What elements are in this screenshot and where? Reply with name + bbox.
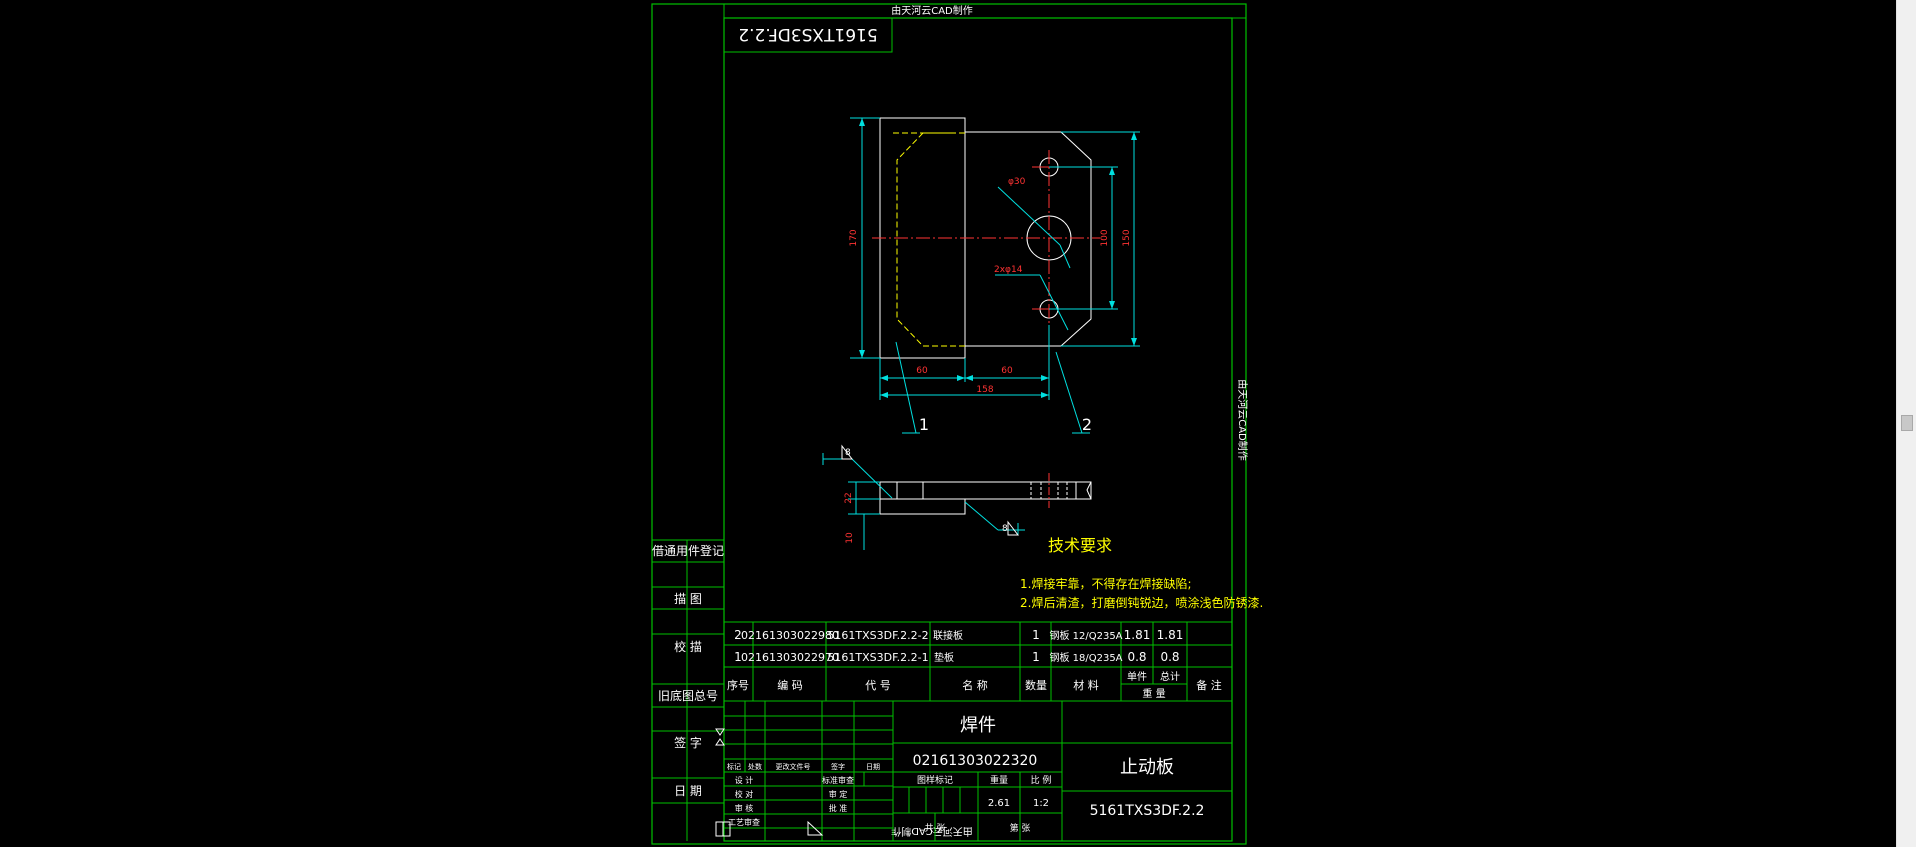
sheet-label: 第 张 [1010, 822, 1031, 834]
bom-cell: 1 [1032, 628, 1040, 642]
bom-cell: 5161TXS3DF.2.2-2 [827, 629, 928, 642]
title-drawing-no: 5161TXS3DF.2.2 [1090, 803, 1205, 819]
bom-header-cell: 代 号 [865, 679, 891, 692]
weld-symbol-1: 8 [845, 448, 851, 458]
rev-header: 标记 [727, 762, 741, 771]
rev-header: 更改文件号 [776, 762, 811, 771]
rev-header: 日期 [866, 763, 880, 771]
bom-header: 序号 编 码 代 号 名 称 数量 材 料 单件 总计 重 量 备 注 [727, 670, 1222, 700]
dim-60-right: 60 [1001, 366, 1013, 376]
sig-label: 设 计 [735, 775, 754, 785]
bom-cell: 联接板 [933, 629, 963, 642]
side-dimensions [822, 453, 1025, 550]
dim-10: 10 [845, 532, 855, 544]
title-part-name: 止动板 [1120, 757, 1174, 778]
weight-label: 重量 [990, 774, 1008, 786]
scale-label: 比 例 [1031, 774, 1052, 786]
bom-header-cell: 备 注 [1196, 678, 1222, 692]
left-cell-3: 校 描 [674, 639, 702, 654]
tech-line-2: 2.焊后清渣，打磨倒钝锐边，喷涂浅色防锈漆. [1020, 595, 1263, 610]
weight-value: 2.61 [988, 798, 1010, 809]
sig-label: 批 准 [829, 803, 848, 813]
sig-label: 审 核 [735, 803, 754, 813]
sig-label: 审 定 [829, 789, 848, 799]
left-cell-6: 日 期 [674, 784, 702, 798]
bom-grid [724, 621, 1232, 702]
bom-header-cell: 材 料 [1073, 678, 1099, 692]
tech-line-1: 1.焊接牢靠，不得存在焊接缺陷; [1020, 576, 1192, 591]
watermark-right: 由天河云CAD制作 [1236, 379, 1249, 461]
bom-cell: 5161TXS3DF.2.2-1 [827, 651, 928, 664]
bom-cell: 0.8 [1160, 650, 1179, 664]
top-view [872, 117, 1100, 359]
left-cell-5: 签 字 [674, 735, 702, 750]
title-code: 02161303022320 [913, 753, 1038, 769]
outer-border [651, 3, 1247, 845]
vertical-scrollbar[interactable] [1896, 0, 1916, 847]
mirror-code: 5161TXS3DF.2.2 [738, 24, 877, 44]
revision-headers: 标记 处数 更改文件号 签字 日期 [727, 762, 880, 771]
dimension-lines [850, 117, 1140, 434]
dim-d14: 2xφ14 [994, 265, 1023, 275]
bom-cell: 02161303022970 [741, 651, 839, 664]
signature-labels: 设 计 校 对 审 核 工艺审查 标准审查 审 定 批 准 [728, 775, 854, 827]
watermark-top: 由天河云CAD制作 [891, 4, 973, 17]
bom-header-cell: 重 量 [1142, 687, 1165, 700]
stage-label: 图样标记 [917, 774, 953, 786]
sig-label: 校 对 [735, 789, 754, 799]
bom-header-cell: 单件 [1127, 671, 1147, 683]
scale-value: 1:2 [1033, 798, 1049, 809]
arrowheads [859, 118, 1137, 398]
title-type: 焊件 [960, 715, 996, 736]
tech-title: 技术要求 [1048, 536, 1112, 555]
bom-header-cell: 数量 [1025, 679, 1047, 692]
bom-cell: 垫板 [934, 651, 954, 664]
rev-header: 签字 [831, 762, 845, 771]
bom-header-cell: 总计 [1160, 670, 1180, 683]
dim-d30: φ30 [1008, 177, 1026, 187]
dim-170: 170 [849, 229, 859, 246]
bom-cell: 钢板 18/Q235A [1049, 651, 1122, 664]
left-cell-1: 借通用件登记 [652, 543, 724, 558]
bom-header-cell: 序号 [727, 678, 749, 692]
bom-cell: 1.81 [1124, 628, 1151, 642]
bom-row-1: 1 02161303022970 5161TXS3DF.2.2-1 垫板 1 钢… [734, 650, 1179, 664]
dim-158: 158 [976, 385, 993, 395]
bom-row-2: 2 02161303022980 5161TXS3DF.2.2-2 联接板 1 … [734, 628, 1183, 642]
weld-symbol-2: 8 [1002, 524, 1008, 534]
dim-22: 22 [844, 492, 854, 503]
balloon-1: 1 [919, 415, 929, 434]
left-cell-4: 旧底图总号 [658, 688, 718, 703]
dim-100: 100 [1100, 229, 1110, 246]
rev-header: 处数 [748, 762, 762, 771]
sig-label: 工艺审查 [728, 817, 760, 827]
bom-cell: 1 [1032, 650, 1040, 664]
sig-label: 标准审查 [822, 775, 854, 785]
bom-cell: 1 [734, 650, 742, 664]
bom-cell: 1.81 [1157, 628, 1184, 642]
bom-cell: 0.8 [1127, 650, 1146, 664]
bom-header-cell: 名 称 [962, 678, 988, 692]
bom-header-cell: 编 码 [777, 678, 803, 692]
side-view [879, 473, 1092, 515]
watermark-bottom: 由天河云CAD制作 [891, 825, 973, 838]
balloon-2: 2 [1082, 415, 1092, 434]
bom-cell: 钢板 12/Q235A [1049, 629, 1122, 642]
sheets-label: 共 张 [925, 823, 946, 834]
bom-cell: 02161303022980 [741, 629, 839, 642]
bom-cell: 2 [734, 628, 742, 642]
dim-150: 150 [1122, 229, 1132, 246]
scrollbar-thumb[interactable] [1901, 415, 1913, 431]
left-cell-2: 描 图 [674, 592, 702, 606]
dim-60-left: 60 [916, 366, 928, 376]
left-column-grid [652, 539, 724, 841]
